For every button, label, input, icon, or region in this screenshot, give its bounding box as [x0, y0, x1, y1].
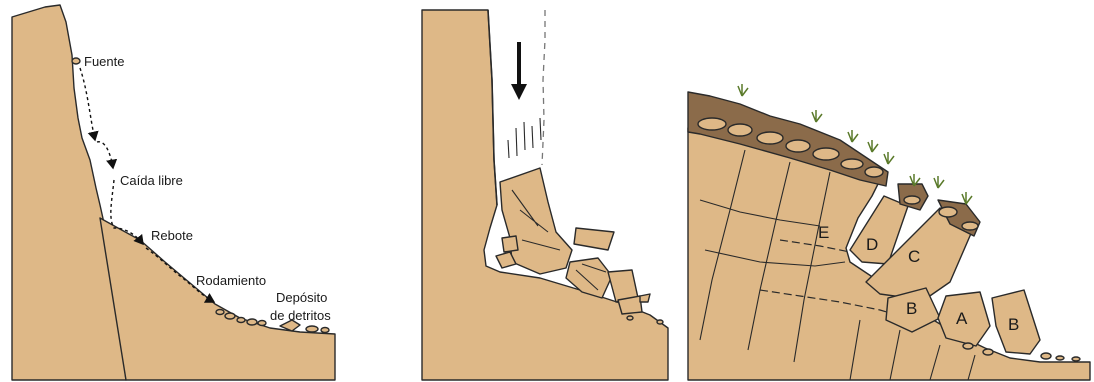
label-free-fall: Caída libre [120, 173, 183, 188]
rockfall-panel: Fuente Caída libre Rebote Rodamiento Dep… [12, 5, 335, 380]
label-bounce: Rebote [151, 228, 193, 243]
fall-streaks [508, 118, 541, 158]
label-deposit-2: de detritos [270, 308, 331, 323]
svg-text:B: B [906, 299, 917, 318]
source-rock [72, 58, 80, 64]
label-deposit-1: Depósito [276, 290, 327, 305]
block-a: A [938, 292, 990, 346]
svg-text:A: A [956, 309, 968, 328]
block-b-right: B [992, 290, 1040, 354]
former-cliff-line [542, 10, 545, 165]
block-label-e: E [818, 223, 829, 242]
label-rolling: Rodamiento [196, 273, 266, 288]
svg-text:B: B [1008, 315, 1019, 334]
toppling-panel: E D C B A B [688, 84, 1090, 380]
down-arrow-icon [511, 42, 527, 100]
svg-text:C: C [908, 247, 920, 266]
svg-text:D: D [866, 235, 878, 254]
collapse-panel [422, 10, 668, 380]
label-source: Fuente [84, 54, 124, 69]
fall-trajectory [80, 68, 95, 140]
